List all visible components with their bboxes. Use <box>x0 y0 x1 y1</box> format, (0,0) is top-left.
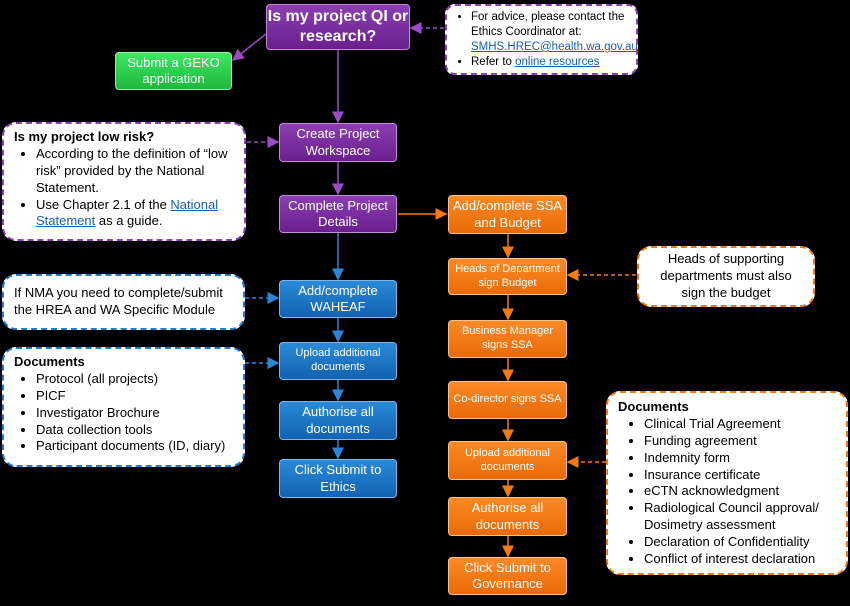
ethics-document-item: Participant documents (ID, diary) <box>36 438 233 455</box>
note-low-risk: Is my project low risk? According to the… <box>2 122 246 241</box>
governance-documents-heading: Documents <box>618 399 689 414</box>
node-submit-to-governance: Click Submit to Governance <box>448 557 567 595</box>
node-codirector-signs: Co-director signs SSA <box>448 381 567 419</box>
note-governance-documents: Documents Clinical Trial Agreement Fundi… <box>606 391 848 575</box>
node-business-manager-signs: Business Manager signs SSA <box>448 320 567 358</box>
node-add-waheaf: Add/complete WAHEAF <box>279 280 397 318</box>
ethics-documents-heading: Documents <box>14 354 85 369</box>
governance-document-item: Funding agreement <box>644 433 836 450</box>
note-advice: For advice, please contact the Ethics Co… <box>445 4 638 75</box>
note-advice-refer: Refer to online resources <box>471 55 628 70</box>
governance-document-item: Declaration of Confidentiality <box>644 534 836 551</box>
ethics-document-item: Investigator Brochure <box>36 405 233 422</box>
node-complete-project-details: Complete Project Details <box>279 195 397 233</box>
national-statement-link[interactable]: National Statement <box>36 196 219 229</box>
note-low-risk-item-definition: According to the definition of “low risk… <box>36 146 234 197</box>
note-ethics-documents: Documents Protocol (all projects) PICF I… <box>2 347 245 467</box>
note-low-risk-heading: Is my project low risk? <box>14 129 155 144</box>
governance-document-item: Radiological Council approval/ Dosimetry… <box>644 500 836 534</box>
online-resources-link[interactable]: online resources <box>515 55 600 68</box>
note-low-risk-item-chapter: Use Chapter 2.1 of the National Statemen… <box>36 197 234 231</box>
node-upload-documents-ethics: Upload additional documents <box>279 342 397 380</box>
node-add-ssa-budget: Add/complete SSA and Budget <box>448 195 567 234</box>
governance-document-item: Indemnity form <box>644 450 836 467</box>
arrow-qi-to-geko <box>231 33 267 61</box>
governance-document-item: Insurance certificate <box>644 467 836 484</box>
ethics-document-item: PICF <box>36 388 233 405</box>
email-link[interactable]: SMHS.HREC@health.wa.gov.au <box>471 40 638 53</box>
node-heads-sign-budget: Heads of Department sign Budget <box>448 258 567 295</box>
ethics-document-item: Data collection tools <box>36 422 233 439</box>
note-heads-supporting-departments: Heads of supporting departments must als… <box>637 246 815 307</box>
node-authorise-documents-ethics: Authorise all documents <box>279 401 397 440</box>
ethics-document-item: Protocol (all projects) <box>36 371 233 388</box>
node-submit-to-ethics: Click Submit to Ethics <box>279 459 397 498</box>
governance-document-item: Clinical Trial Agreement <box>644 416 836 433</box>
note-advice-contact: For advice, please contact the Ethics Co… <box>471 10 638 55</box>
node-submit-geko: Submit a GEKO application <box>115 52 232 90</box>
governance-document-item: Conflict of interest declaration <box>644 551 836 568</box>
governance-document-item: eCTN acknowledgment <box>644 483 836 500</box>
node-create-workspace: Create Project Workspace <box>279 123 397 162</box>
node-upload-documents-gov: Upload additional documents <box>448 441 567 480</box>
node-authorise-documents-gov: Authorise all documents <box>448 497 567 536</box>
node-qi-or-research: Is my project QI or research? <box>266 4 410 50</box>
note-nma: If NMA you need to complete/submit the H… <box>2 274 245 330</box>
